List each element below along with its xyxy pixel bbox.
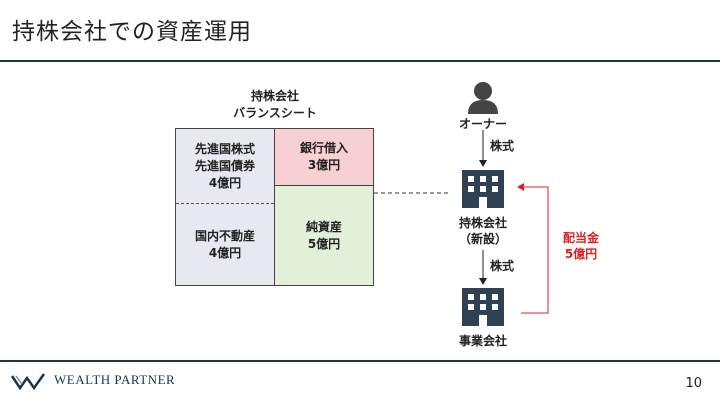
holding-company-label: 持株会社 （新設） <box>458 216 507 246</box>
assets-divider <box>176 203 274 204</box>
liability-bank-loan: 銀行借入 3億円 <box>274 128 374 186</box>
owner-label: オーナー <box>458 117 507 131</box>
building-icon <box>462 288 504 326</box>
dividend-label: 配当金 5億円 <box>562 231 599 261</box>
holding-operating-shares-label: 株式 <box>490 259 515 273</box>
footer-brand: WEALTH PARTNER <box>48 372 175 388</box>
title-rule <box>0 60 720 62</box>
footer-rule <box>0 360 720 362</box>
asset-foreign-securities: 先進国株式 先進国債券 4億円 <box>194 141 255 190</box>
person-icon <box>468 82 498 114</box>
wealth-partner-logo <box>10 373 46 391</box>
owner-holding-shares-label: 株式 <box>490 139 515 153</box>
asset-domestic-real-estate: 国内不動産 4億円 <box>194 229 255 260</box>
building-icon <box>462 170 504 208</box>
brand-name: WEALTH PARTNER <box>54 372 176 387</box>
net-assets: 純資産 5億円 <box>274 185 374 286</box>
dividend-arrow <box>517 183 549 314</box>
balance-sheet-title: 持株会社 バランスシート <box>233 89 317 120</box>
slide-title: 持株会社での資産運用 <box>12 19 252 45</box>
page-number: 10 <box>685 376 702 391</box>
operating-company-label: 事業会社 <box>458 334 507 348</box>
